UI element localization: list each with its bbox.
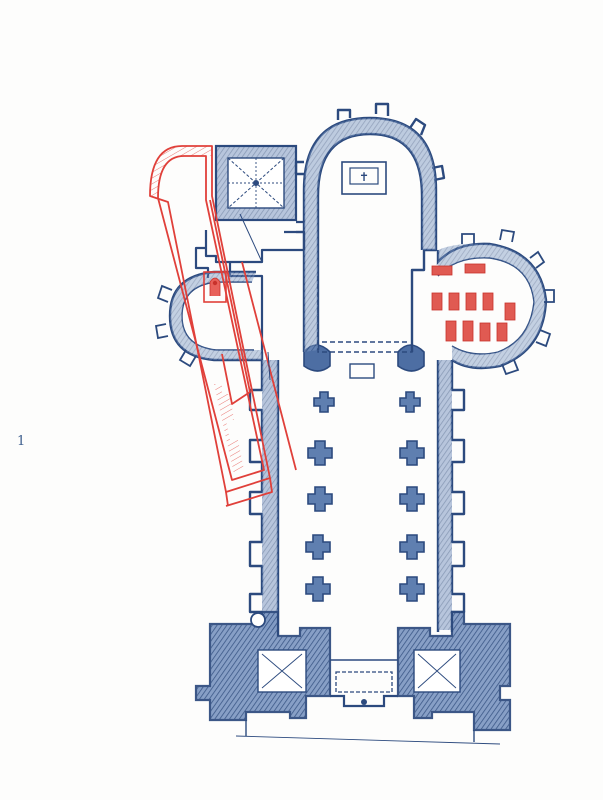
pier-left-2 [307,440,333,466]
pier-left-1 [313,391,335,413]
nave-piers [305,391,425,602]
nave-wall-fill [262,360,452,630]
north-chapel [154,270,262,368]
pier-right-4 [399,534,425,560]
west-facade [194,610,512,745]
altar-cross-icon: ✝ [359,170,369,184]
south-chapel-pews [431,263,516,342]
north-tower [214,144,298,222]
pier-left-4 [305,534,331,560]
tower-keystone-icon [253,180,259,186]
south-chapel [436,228,555,376]
choir-step [349,363,375,379]
choir-wall-fill [304,118,436,352]
statue-icon [212,280,218,286]
pier-right-1 [399,391,421,413]
pier-right-5 [399,576,425,602]
crossing-piers [303,344,425,372]
portal-marker-icon [361,699,367,705]
pier-left-3 [307,486,333,512]
red-chapel-room [203,271,227,303]
page-number-label: 1 [17,434,26,449]
tower-axis-lines [239,213,271,381]
pier-left-5 [305,576,331,602]
pier-right-2 [399,440,425,466]
altar: ✝ [341,161,387,195]
red-addition-fill [150,146,244,474]
pier-right-3 [399,486,425,512]
choir-enclosure [317,276,413,353]
nave-walls [248,352,466,636]
